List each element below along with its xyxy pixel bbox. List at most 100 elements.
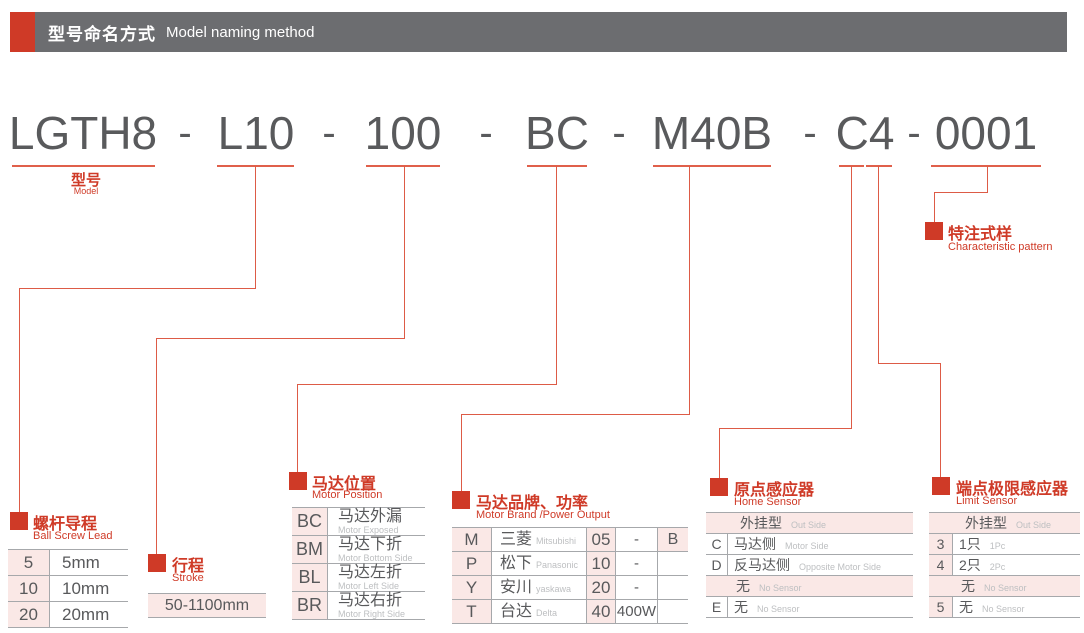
characteristic-pattern-title-zh: 特注式样 (948, 226, 1013, 243)
connector-line (404, 166, 405, 338)
position-code: BC (292, 508, 328, 535)
motor-position-table: BC 马达外漏 Motor Exposed BM 马达下折 Motor Bott… (292, 507, 425, 620)
limit-sensor-title-zh: 端点极限感应器 (956, 481, 1069, 498)
home-sensor-table: 外挂型 Out Side C 马达侧 Motor Side D 反马达侧 Opp… (706, 512, 913, 618)
brand-cell: 三菱 Mitsubishi (492, 528, 587, 551)
sensor-desc: 无 No Sensor (728, 597, 800, 618)
connector-line (851, 166, 852, 428)
ball-screw-lead-title-zh: 螺杆导程 (33, 516, 98, 533)
stroke-value-cell: 50-1100mm (148, 593, 266, 618)
motor-position-title-zh: 马达位置 (312, 476, 377, 493)
underline-limit-sensor (866, 165, 892, 167)
brand-code: Y (452, 576, 492, 599)
model-dash: - (907, 110, 921, 155)
motor-brand-title-en: Motor Brand /Power Output (476, 509, 610, 521)
motor-brand-table: M 三菱 Mitsubishi 05 - B P 松下 Panasonic 10… (452, 527, 688, 624)
lead-code: 20 (8, 602, 50, 627)
connector-line (987, 166, 988, 192)
position-zh: 马达外漏 (338, 507, 403, 525)
brand-en: Panasonic (536, 560, 579, 570)
sensor-code: C (706, 534, 728, 554)
lead-code: 10 (8, 576, 50, 601)
table-row: 4 2只 2Pc (929, 555, 1080, 576)
table-row: 外挂型 Out Side (929, 513, 1080, 534)
sensor-en: No Sensor (982, 603, 1025, 614)
lead-value: 5mm (62, 552, 100, 572)
sensor-desc: 马达侧 Motor Side (728, 534, 829, 555)
position-en: Motor Left Side (338, 580, 400, 591)
brand-cell: 安川 yaskawa (492, 576, 587, 599)
motor-brand-bullet-icon (452, 491, 470, 509)
position-desc: 马达左折 Motor Left Side (328, 563, 403, 591)
brand-cell: 台达 Delta (492, 600, 587, 623)
table-row: 无 No Sensor (929, 576, 1080, 597)
model-dash: - (178, 110, 192, 155)
limit-sensor-table: 外挂型 Out Side 3 1只 1Pc 4 2只 2Pc 无 No Sens… (929, 512, 1080, 618)
table-row: 5 5mm (8, 550, 128, 576)
table-row: 5 无 No Sensor (929, 597, 1080, 618)
model-dash: - (322, 110, 336, 155)
brand-zh: 三菱 (500, 531, 533, 548)
home-sensor-title-zh: 原点感应器 (734, 482, 815, 499)
sensor-group: 无 No Sensor (929, 576, 1080, 596)
motor-position-bullet-icon (289, 472, 307, 490)
position-desc: 马达外漏 Motor Exposed (328, 507, 403, 535)
home-sensor-title-en: Home Sensor (734, 496, 802, 508)
sensor-en: 2Pc (989, 561, 1006, 572)
position-code: BR (292, 592, 328, 619)
ball-screw-lead-table: 5 5mm 10 10mm 20 20mm (8, 549, 128, 628)
sensor-zh: 马达侧 (734, 535, 776, 552)
ball-screw-lead-title-en: Ball Screw Lead (33, 530, 113, 542)
connector-line (934, 192, 988, 193)
sensor-zh: 1只 (959, 535, 981, 552)
underline-motor-position (527, 165, 587, 167)
table-row: C 马达侧 Motor Side (706, 534, 913, 555)
brand-zh: 安川 (500, 579, 533, 596)
sensor-en: No Sensor (759, 583, 802, 593)
table-row: 10 10mm (8, 576, 128, 602)
brand-zh: 松下 (500, 555, 533, 572)
brand-zh: 台达 (500, 603, 533, 620)
model-segment-brand-power: M40B (651, 107, 773, 159)
lead-value: 20mm (62, 604, 110, 624)
position-zh: 马达左折 (338, 563, 403, 581)
brand-suffix (658, 552, 688, 575)
stroke-bullet-icon (148, 554, 166, 572)
header-title-en: Model naming method (166, 23, 315, 41)
connector-line (556, 166, 557, 384)
limit-sensor-title-en: Limit Sensor (956, 495, 1018, 507)
sensor-zh: 2只 (959, 556, 981, 573)
connector-line (719, 428, 852, 429)
power-value: 400W (616, 600, 658, 623)
power-value: - (616, 552, 658, 575)
lead-value: 10mm (62, 578, 110, 598)
stroke-title-zh: 行程 (172, 558, 205, 575)
underline-series (12, 165, 155, 167)
sensor-desc: 无 No Sensor (953, 597, 1025, 618)
table-row: BL 马达左折 Motor Left Side (292, 564, 425, 592)
connector-line (19, 288, 256, 289)
sensor-code: D (706, 555, 728, 575)
power-code: 05 (587, 528, 616, 551)
position-desc: 马达右折 Motor Right Side (328, 591, 405, 619)
header-accent-square-icon (10, 12, 35, 52)
ball-screw-lead-bullet-icon (10, 512, 28, 530)
brand-en: Delta (536, 608, 558, 618)
table-row: 外挂型 Out Side (706, 513, 913, 534)
sensor-en: Out Side (1016, 520, 1052, 530)
table-row: 3 1只 1Pc (929, 534, 1080, 555)
position-code: BL (292, 564, 328, 591)
sensor-code: E (706, 597, 728, 617)
brand-en: yaskawa (536, 584, 572, 594)
brand-en: Mitsubishi (536, 536, 577, 546)
power-value: - (616, 528, 658, 551)
position-zh: 马达右折 (338, 591, 403, 609)
brand-code: M (452, 528, 492, 551)
sensor-zh: 无 (961, 578, 975, 594)
connector-line (934, 192, 935, 222)
stroke-title-en: Stroke (172, 572, 204, 584)
sensor-en: No Sensor (984, 583, 1027, 593)
brand-suffix: B (658, 528, 688, 551)
power-value: - (616, 576, 658, 599)
model-segment-stroke: 100 (364, 107, 442, 159)
